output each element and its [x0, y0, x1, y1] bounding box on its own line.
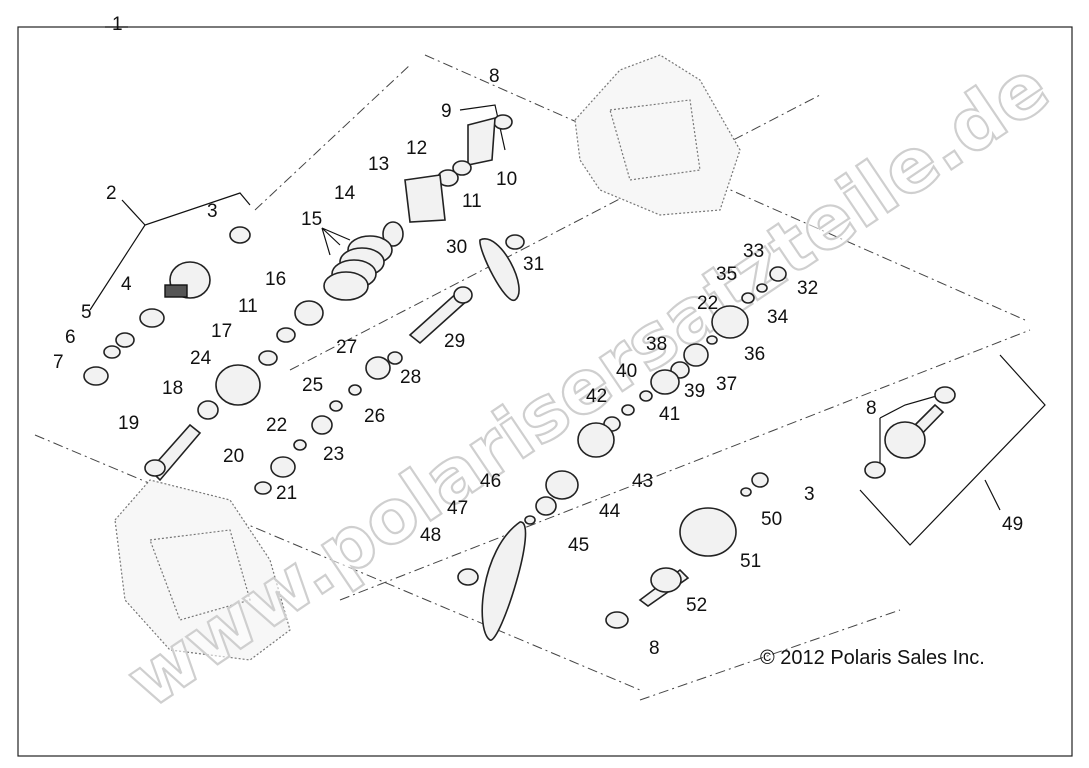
callout: 34: [767, 307, 789, 328]
callout: 36: [744, 344, 765, 365]
callout: 50: [761, 509, 782, 530]
callout-labels: 1 2 3 4 5 6 7 8 9 10 11 12 13 14 15 16 1…: [53, 14, 1023, 659]
callout: 38: [646, 334, 667, 355]
callout: 45: [568, 535, 589, 556]
callout: 37: [716, 374, 737, 395]
callout: 27: [336, 337, 357, 358]
parts: [83, 114, 956, 641]
callout: 6: [65, 327, 76, 348]
callout: 11: [238, 296, 258, 317]
callout: 21: [276, 483, 297, 504]
callout: 18: [162, 378, 183, 399]
transmission-case-lower: [114, 479, 291, 661]
callout: 7: [53, 352, 64, 373]
callout: 31: [523, 254, 544, 275]
callout: 22: [697, 293, 718, 314]
copyright-notice: © 2012 Polaris Sales Inc.: [760, 647, 985, 669]
callout: 35: [716, 264, 737, 285]
callout: 42: [586, 386, 607, 407]
callout: 40: [616, 361, 637, 382]
callout: 1: [112, 14, 123, 35]
callout: 3: [804, 484, 815, 505]
callout: 15: [301, 209, 322, 230]
callout: 8: [489, 66, 500, 87]
callout: 29: [444, 331, 465, 352]
callout: 30: [446, 237, 467, 258]
callout: 25: [302, 375, 323, 396]
callout: 39: [684, 381, 705, 402]
callout: 49: [1002, 514, 1023, 535]
callout: 13: [368, 154, 389, 175]
callout: 28: [400, 367, 421, 388]
callout: 23: [323, 444, 344, 465]
callout: 3: [207, 201, 218, 222]
callout: 46: [480, 471, 501, 492]
transmission-case-upper: [574, 54, 741, 216]
callout: 41: [659, 404, 680, 425]
callout: 9: [441, 101, 452, 122]
callout: 2: [106, 183, 117, 204]
callout: 33: [743, 241, 764, 262]
callout: 48: [420, 525, 441, 546]
callout: 14: [334, 183, 356, 204]
callout: 19: [118, 413, 139, 434]
callout: 11: [462, 191, 482, 212]
callout: 44: [599, 501, 621, 522]
callout: 17: [211, 321, 232, 342]
diagram-border: [17, 26, 1073, 757]
callout: 12: [406, 138, 427, 159]
callout: 51: [740, 551, 761, 572]
callout: 10: [496, 169, 517, 190]
callout: 16: [265, 269, 286, 290]
bracket-lines: [89, 104, 1046, 546]
callout: 26: [364, 406, 385, 427]
callout: 43: [632, 471, 653, 492]
callout: 8: [866, 398, 877, 419]
callout: 22: [266, 415, 287, 436]
callout: 4: [121, 274, 132, 295]
callout: 20: [223, 446, 244, 467]
section-dividers: [34, 54, 1031, 701]
callout: 8: [649, 638, 660, 659]
callout: 52: [686, 595, 707, 616]
callout: 32: [797, 278, 818, 299]
callout: 24: [190, 348, 212, 369]
callout: 5: [81, 302, 92, 323]
callout: 47: [447, 498, 468, 519]
